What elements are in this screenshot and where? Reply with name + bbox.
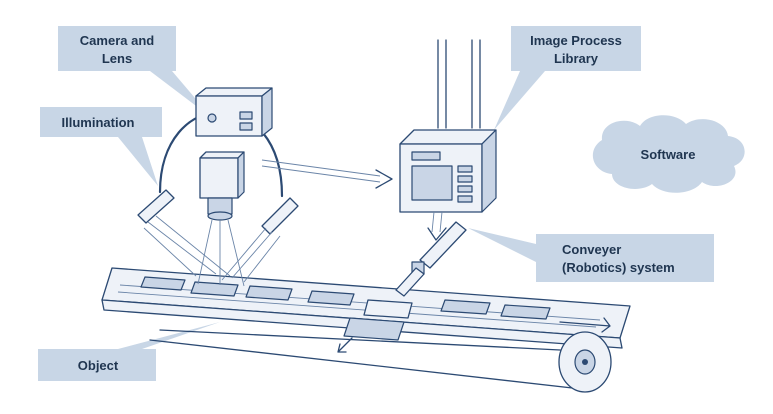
callout-conveyer: Conveyer (Robotics) system xyxy=(468,228,714,282)
callout-image-process-line2: Library xyxy=(554,51,599,66)
camera-body xyxy=(197,151,245,287)
belt-objects xyxy=(140,276,551,320)
camera-controller-box xyxy=(195,87,273,137)
signal-arrow xyxy=(261,159,393,189)
conveyor-roller xyxy=(558,331,612,393)
callout-object: Object xyxy=(38,322,220,381)
callout-camera-line2: Lens xyxy=(102,51,132,66)
pusher-arm xyxy=(395,221,467,297)
software-label: Software xyxy=(641,147,696,162)
rejected-object xyxy=(337,299,413,353)
callout-camera: Camera and Lens xyxy=(58,26,212,118)
callout-image-process: Image Process Library xyxy=(494,26,641,130)
callout-conveyer-line1: Conveyer xyxy=(562,242,621,257)
callout-camera-line1: Camera and xyxy=(80,33,154,48)
callout-conveyer-line2: (Robotics) system xyxy=(562,260,675,275)
software-cloud: Software xyxy=(592,115,745,193)
illumination-assembly xyxy=(137,110,299,283)
callout-image-process-line1: Image Process xyxy=(530,33,622,48)
image-processor-box xyxy=(399,39,497,213)
control-arrow xyxy=(427,211,447,241)
callout-illumination: Illumination xyxy=(40,107,162,186)
callout-illumination-text: Illumination xyxy=(62,115,135,130)
callout-object-text: Object xyxy=(78,358,119,373)
